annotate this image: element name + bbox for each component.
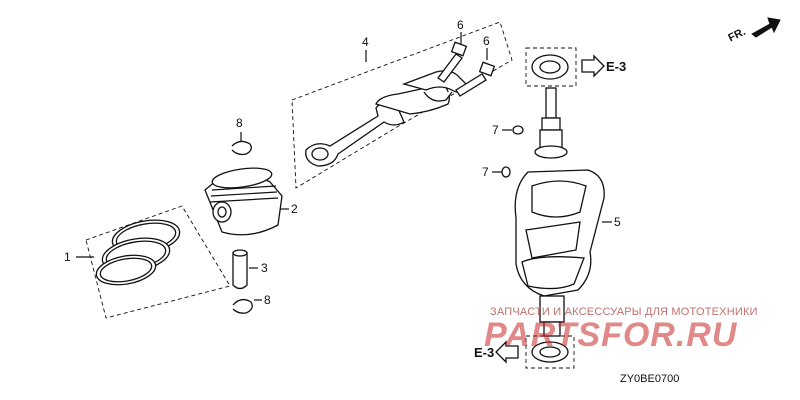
watermark-logo: PARTSFOR.RU <box>484 316 738 354</box>
piston <box>204 167 289 236</box>
reference-e3-bottom[interactable]: E-3 <box>474 345 495 360</box>
callout-2: 2 <box>291 202 298 216</box>
callout-6-a: 6 <box>457 18 464 32</box>
callout-6-b: 6 <box>483 34 490 48</box>
oil-seal-bottom <box>495 335 575 369</box>
reference-e3-top[interactable]: E-3 <box>606 59 627 74</box>
callout-1: 1 <box>64 250 71 264</box>
piston-ring-set <box>76 205 231 319</box>
callout-7-a: 7 <box>492 123 499 137</box>
callout-8-b: 8 <box>264 293 271 307</box>
piston-pin-clip-bottom <box>232 298 262 314</box>
callout-7-b: 7 <box>482 165 489 179</box>
callout-4: 4 <box>362 35 369 49</box>
connecting-rod-assembly <box>291 21 513 189</box>
front-direction-arrow <box>751 17 781 38</box>
crankshaft <box>492 87 612 337</box>
callout-3: 3 <box>261 261 268 275</box>
diagram-code: ZY0BE0700 <box>620 373 680 385</box>
callout-5: 5 <box>614 215 621 229</box>
piston-pin-clip-top <box>231 132 252 156</box>
watermark-tagline: ЗАПЧАСТИ И АКСЕССУАРЫ ДЛЯ МОТОТЕХНИКИ <box>490 306 758 318</box>
watermark-logo-text: PARTSFOR.RU <box>484 316 738 354</box>
piston-pin <box>232 249 258 290</box>
callout-8-a: 8 <box>236 116 243 130</box>
oil-seal-top <box>525 47 605 87</box>
